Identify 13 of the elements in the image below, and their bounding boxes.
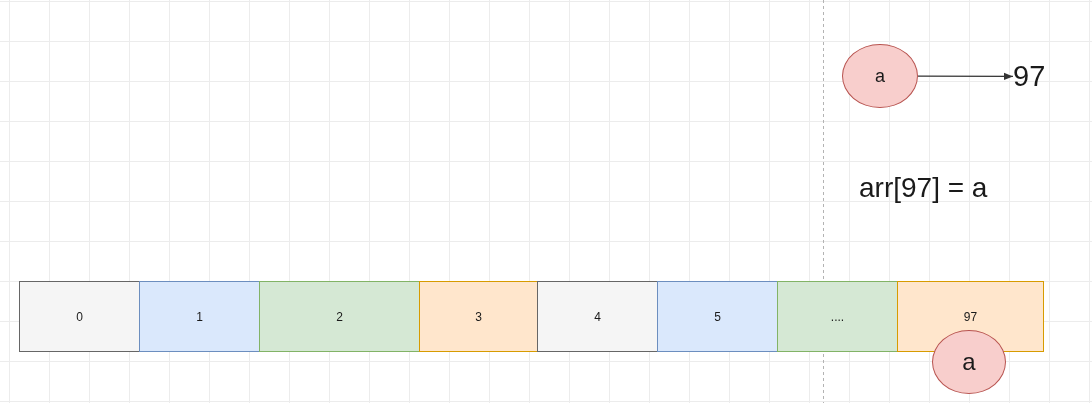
array-cell: 0 [19,281,140,352]
array-cell: 97 [897,281,1044,352]
annotation-text: arr[97] = a [859,174,988,202]
ellipse-node: a [842,44,918,108]
array-cell: 3 [419,281,538,352]
array-cell: 2 [259,281,420,352]
arrow [917,72,1014,80]
array-cell: .... [777,281,898,352]
array-cell: 4 [537,281,658,352]
array-cell: 1 [139,281,260,352]
ellipse-node: a [932,330,1006,394]
value-text: 97 [1013,62,1046,91]
array-cell: 5 [657,281,778,352]
